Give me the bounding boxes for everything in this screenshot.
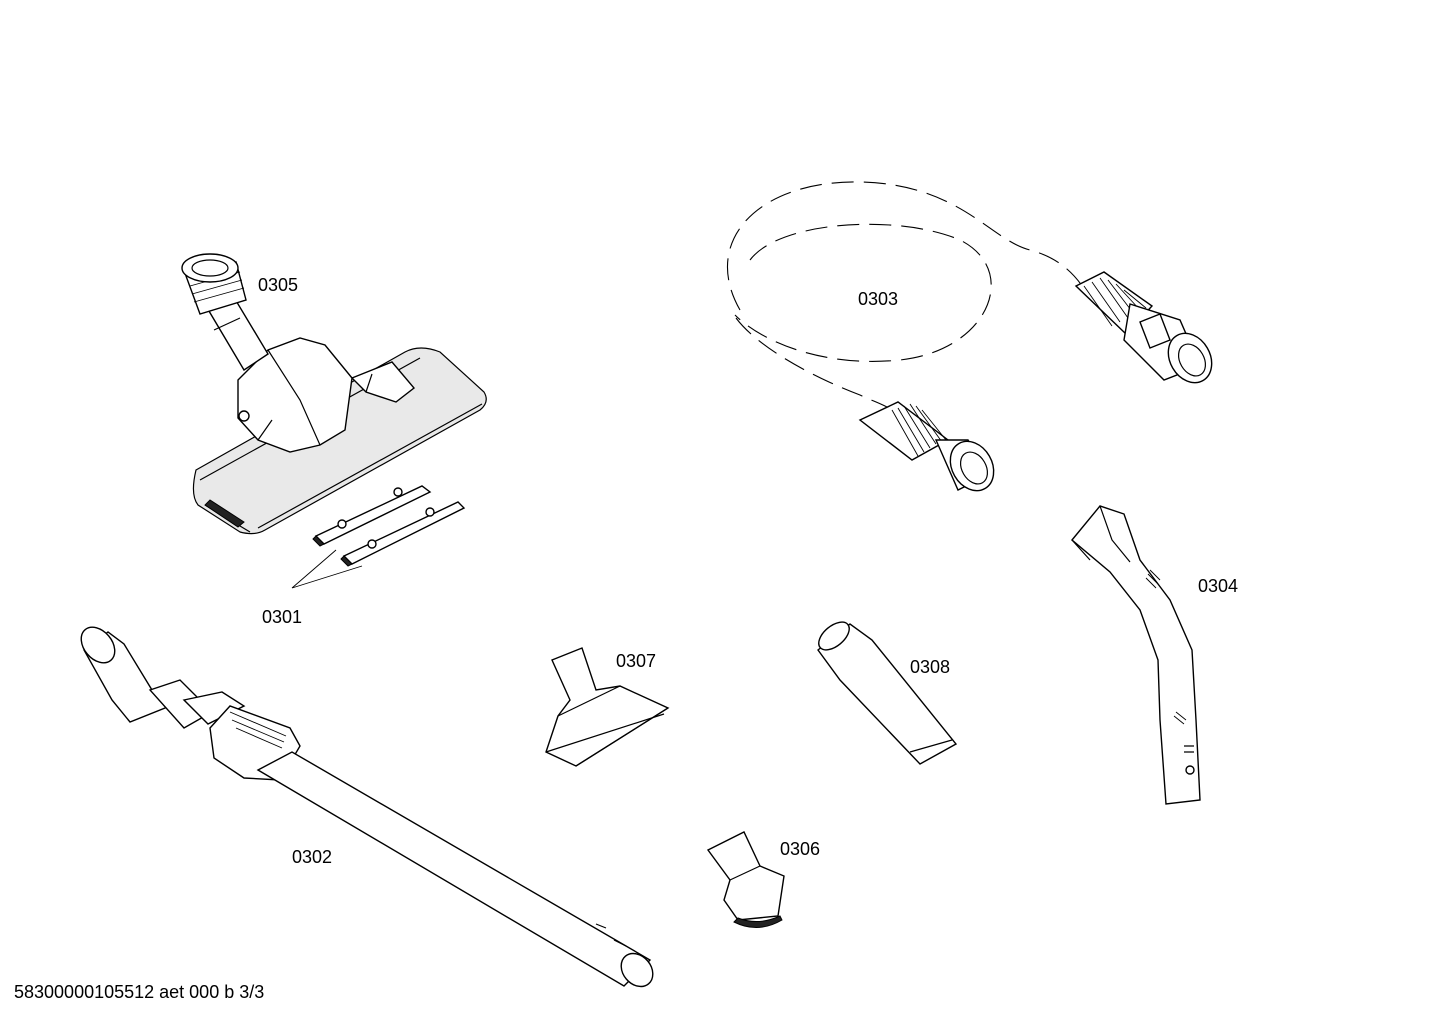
suction-hose-drawing bbox=[727, 181, 1213, 492]
small-brush-nozzle-drawing bbox=[706, 831, 785, 928]
telescopic-tube-drawing bbox=[80, 626, 654, 988]
document-code: 58300000105512 aet 000 b 3/3 bbox=[14, 982, 265, 1002]
floor-nozzle-drawing bbox=[181, 253, 487, 535]
part-label-0301: 0301 bbox=[262, 607, 303, 627]
part-label-0308: 0308 bbox=[910, 657, 951, 677]
part-label-0304: 0304 bbox=[1198, 576, 1239, 596]
handle-bend-drawing bbox=[1071, 505, 1201, 805]
part-label-0307: 0307 bbox=[616, 651, 657, 671]
part-label-0302: 0302 bbox=[292, 847, 333, 867]
part-label-0303: 0303 bbox=[858, 289, 899, 309]
upholstery-nozzle-drawing bbox=[545, 647, 670, 767]
part-label-0306: 0306 bbox=[780, 839, 821, 859]
crevice-nozzle-drawing bbox=[817, 621, 958, 765]
nozzle-strips-drawing bbox=[291, 485, 466, 589]
part-label-0305: 0305 bbox=[258, 275, 299, 295]
